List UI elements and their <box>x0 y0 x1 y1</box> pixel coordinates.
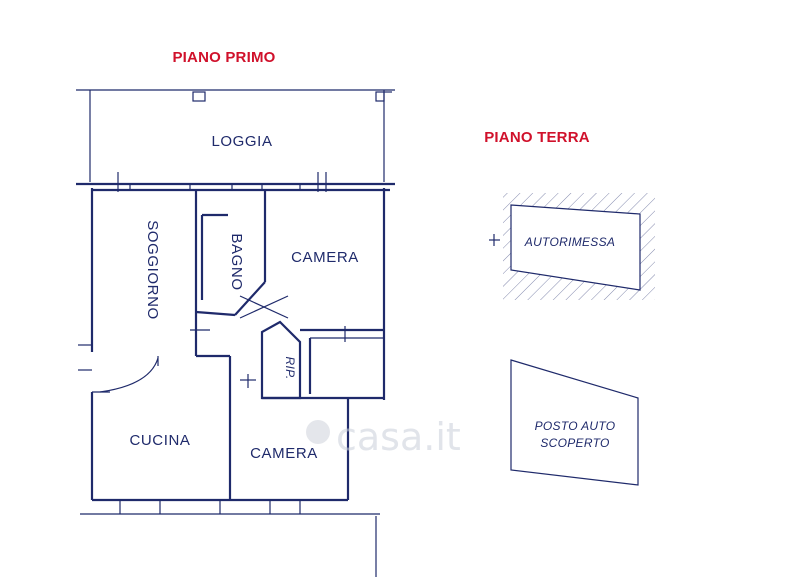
first-floor-heading: PIANO PRIMO <box>172 49 275 66</box>
bagno-label: BAGNO <box>228 233 245 290</box>
loggia-area <box>76 89 395 182</box>
camera-1-label: CAMERA <box>291 249 359 266</box>
ground-floor-plan: AUTORIMESSA POSTO AUTO SCOPERTO <box>489 193 655 486</box>
ground-floor-heading: PIANO TERRA <box>484 129 590 146</box>
rip-label: RIP. <box>283 357 297 380</box>
first-floor-plan: LOGGIA SOGGIORNO BAGNO CAMERA RIP. CUCIN… <box>76 89 395 577</box>
facade-wall <box>76 172 395 192</box>
interior-walls <box>92 190 384 500</box>
camera-2-label: CAMERA <box>250 445 318 462</box>
posto-auto-label-line1: POSTO AUTO <box>535 419 616 433</box>
loggia-label: LOGGIA <box>211 133 272 150</box>
autorimessa-label: AUTORIMESSA <box>524 235 615 249</box>
posto-auto-label-line2: SCOPERTO <box>540 436 609 450</box>
soggiorno-label: SOGGIORNO <box>144 220 161 320</box>
watermark: casa.it <box>306 415 461 459</box>
watermark-text: casa.it <box>336 415 461 459</box>
watermark-house-icon <box>306 420 330 444</box>
autorimessa-block: AUTORIMESSA <box>489 193 655 300</box>
cucina-label: CUCINA <box>129 432 190 449</box>
posto-auto-block: POSTO AUTO SCOPERTO <box>510 359 639 486</box>
